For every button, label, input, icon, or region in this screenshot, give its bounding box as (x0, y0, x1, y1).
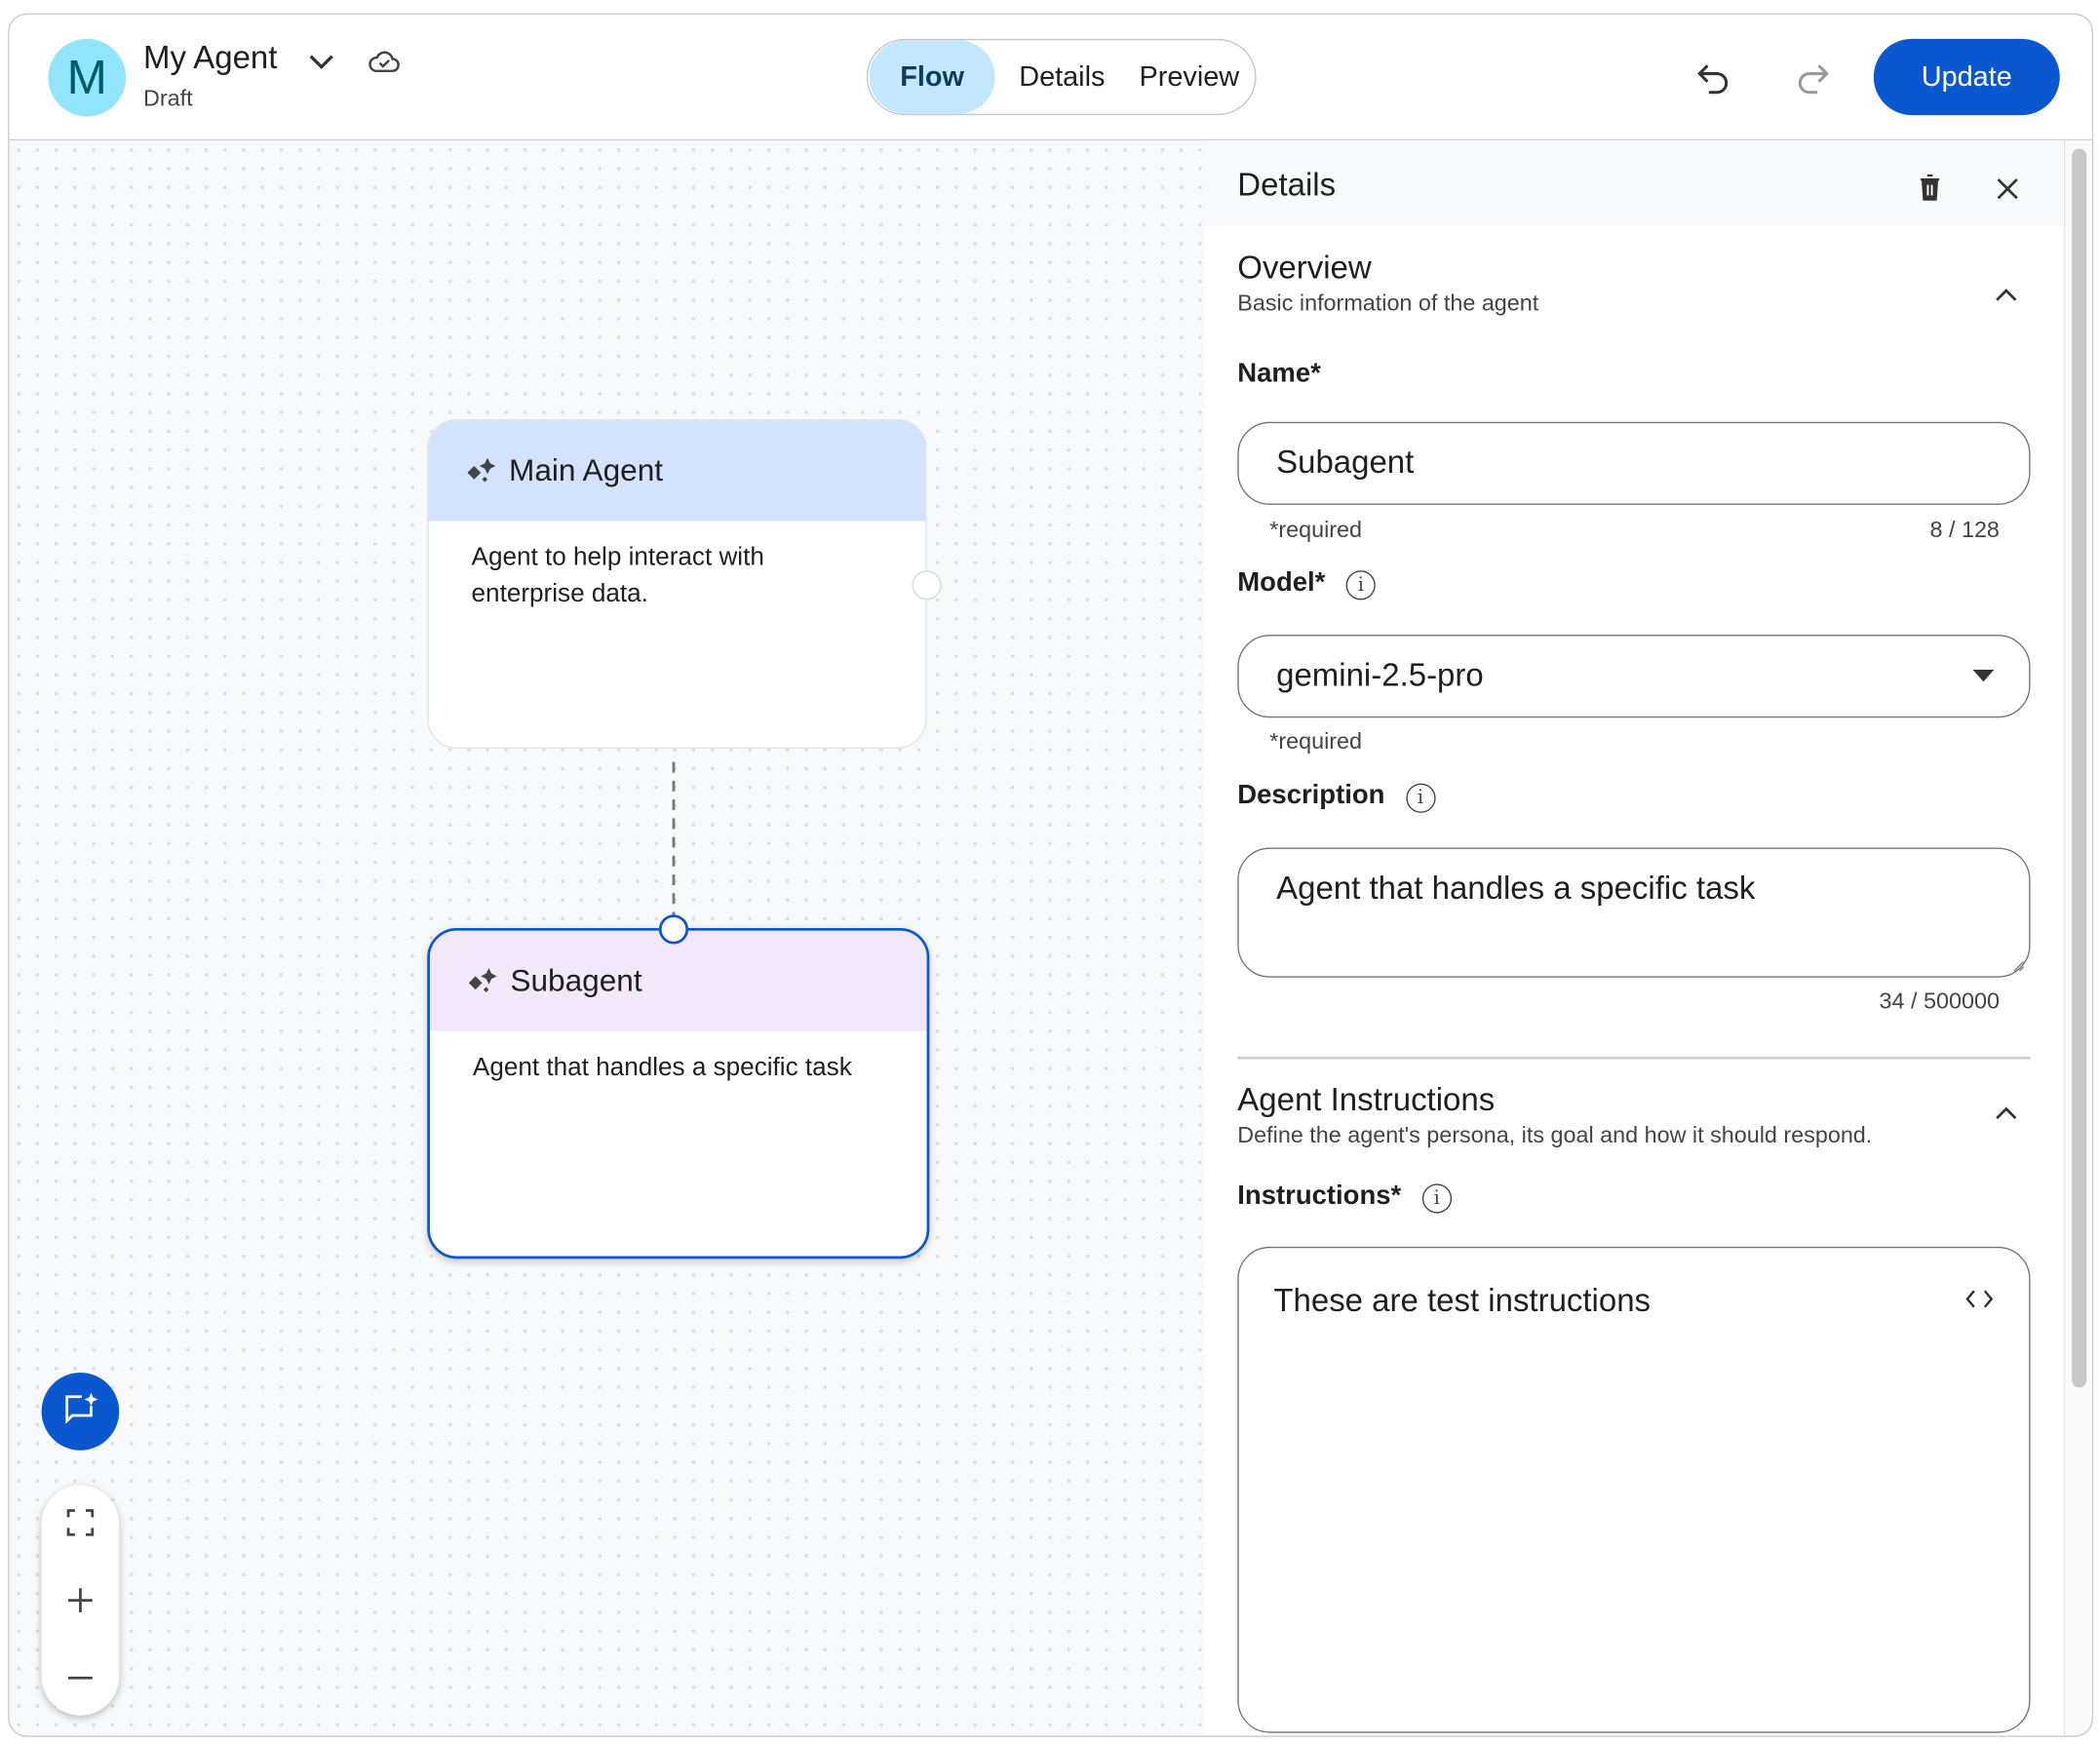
divider (1237, 1056, 2031, 1059)
chat-sparkle-icon (65, 1392, 98, 1424)
description-textarea[interactable]: Agent that handles a specific task (1237, 847, 2031, 978)
instructions-editor[interactable]: These are test instructions (1237, 1246, 2031, 1733)
node-title: Main Agent (509, 452, 664, 488)
chevron-up-icon[interactable] (1993, 286, 2019, 304)
cloud-saved-icon (369, 51, 400, 73)
description-value: Agent that handles a specific task (1276, 870, 1756, 907)
description-label: Description i (1237, 781, 1436, 813)
name-label: Name* (1237, 359, 1321, 389)
name-hint: *required (1269, 517, 1363, 543)
model-select[interactable]: gemini-2.5-pro (1237, 635, 2031, 718)
close-icon[interactable] (1994, 175, 2020, 202)
node-description: Agent that handles a specific task (472, 1054, 852, 1082)
scrollbar-thumb[interactable] (2072, 148, 2087, 1388)
node-description: Agent to help interact with enterprise d… (471, 543, 764, 608)
flow-canvas[interactable]: Main Agent Agent to help interact with e… (9, 140, 1204, 1736)
output-handle[interactable] (912, 570, 942, 601)
description-char-count: 34 / 500000 (1879, 988, 2000, 1014)
instructions-section-title: Agent Instructions (1237, 1081, 1496, 1119)
info-icon[interactable]: i (1421, 1183, 1452, 1214)
redo-icon[interactable] (1793, 60, 1830, 96)
name-char-count: 8 / 128 (1929, 517, 2000, 543)
sparkle-icon (467, 457, 496, 482)
node-connector (672, 761, 676, 924)
name-value: Subagent (1276, 445, 1415, 482)
panel-title: Details (1237, 167, 1337, 204)
top-bar: M My Agent Draft Flow Details Preview Up… (9, 15, 2092, 141)
tab-details[interactable]: Details (1019, 61, 1106, 93)
undo-icon[interactable] (1695, 60, 1732, 96)
info-icon[interactable]: i (1345, 570, 1376, 601)
model-hint: *required (1269, 728, 1363, 755)
dropdown-arrow-icon (1972, 669, 1995, 682)
panel-scrollbar[interactable] (2063, 140, 2092, 1736)
chevron-up-icon[interactable] (1993, 1104, 2019, 1122)
zoom-in-icon[interactable] (65, 1585, 95, 1614)
node-subagent[interactable]: Subagent Agent that handles a specific t… (427, 927, 930, 1260)
name-input[interactable]: Subagent (1237, 421, 2031, 505)
code-icon[interactable] (1964, 1288, 1994, 1309)
app-window: M My Agent Draft Flow Details Preview Up… (8, 13, 2094, 1737)
instructions-section-subtitle: Define the agent's persona, its goal and… (1237, 1122, 1873, 1148)
panel-header: Details (1203, 140, 2064, 227)
model-value: gemini-2.5-pro (1276, 657, 1484, 694)
info-icon[interactable]: i (1405, 783, 1436, 813)
ai-chat-button[interactable] (41, 1373, 120, 1451)
tab-preview[interactable]: Preview (1139, 61, 1240, 93)
overview-subtitle: Basic information of the agent (1237, 291, 1539, 317)
tab-flow[interactable]: Flow (869, 40, 995, 114)
overview-title: Overview (1237, 250, 1372, 287)
resize-handle-icon[interactable] (2011, 959, 2025, 973)
agent-status: Draft (142, 85, 193, 112)
instructions-value: These are test instructions (1273, 1283, 1652, 1320)
chevron-down-icon[interactable] (307, 50, 336, 74)
instructions-label: Instructions* i (1237, 1182, 1452, 1214)
node-main-agent[interactable]: Main Agent Agent to help interact with e… (427, 418, 927, 749)
zoom-controls (41, 1485, 120, 1716)
view-switcher: Flow Details Preview (866, 38, 1257, 116)
update-button[interactable]: Update (1873, 38, 2060, 116)
model-label: Model* i (1237, 567, 1376, 601)
agent-title: My Agent (142, 40, 278, 77)
fit-view-icon[interactable] (65, 1508, 95, 1537)
details-panel: Details Overview Basic information of th… (1203, 140, 2064, 1736)
delete-icon[interactable] (1917, 173, 1943, 202)
sparkle-icon (468, 967, 497, 992)
node-title: Subagent (510, 962, 642, 998)
zoom-out-icon[interactable] (65, 1663, 95, 1692)
input-handle[interactable] (658, 914, 689, 945)
avatar: M (48, 38, 127, 117)
